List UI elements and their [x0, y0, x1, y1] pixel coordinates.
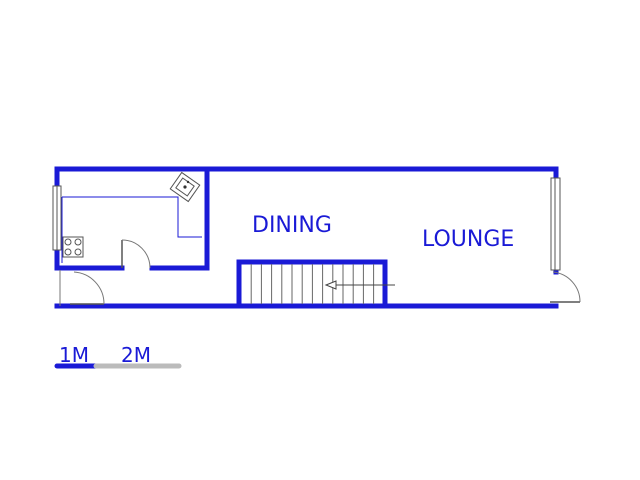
kitchen-counter	[61, 196, 202, 263]
room-label-dining: DINING	[252, 213, 332, 238]
stair-arrow-icon	[324, 280, 395, 290]
door-entrance	[59, 270, 105, 306]
kitchen-walls	[54, 166, 210, 271]
door-lounge	[550, 271, 581, 303]
stove-icon	[62, 236, 84, 258]
scale-label-2m: 2M	[121, 343, 151, 367]
stair-walls	[236, 259, 388, 307]
window-lounge	[550, 177, 561, 271]
scale-bar: 1M 2M	[54, 343, 182, 369]
staircase	[250, 264, 375, 304]
window-kitchen	[52, 185, 62, 251]
room-label-lounge: LOUNGE	[422, 227, 514, 252]
sink-icon	[169, 171, 201, 203]
scale-label-1m: 1M	[59, 343, 89, 367]
door-kitchen	[121, 239, 151, 269]
